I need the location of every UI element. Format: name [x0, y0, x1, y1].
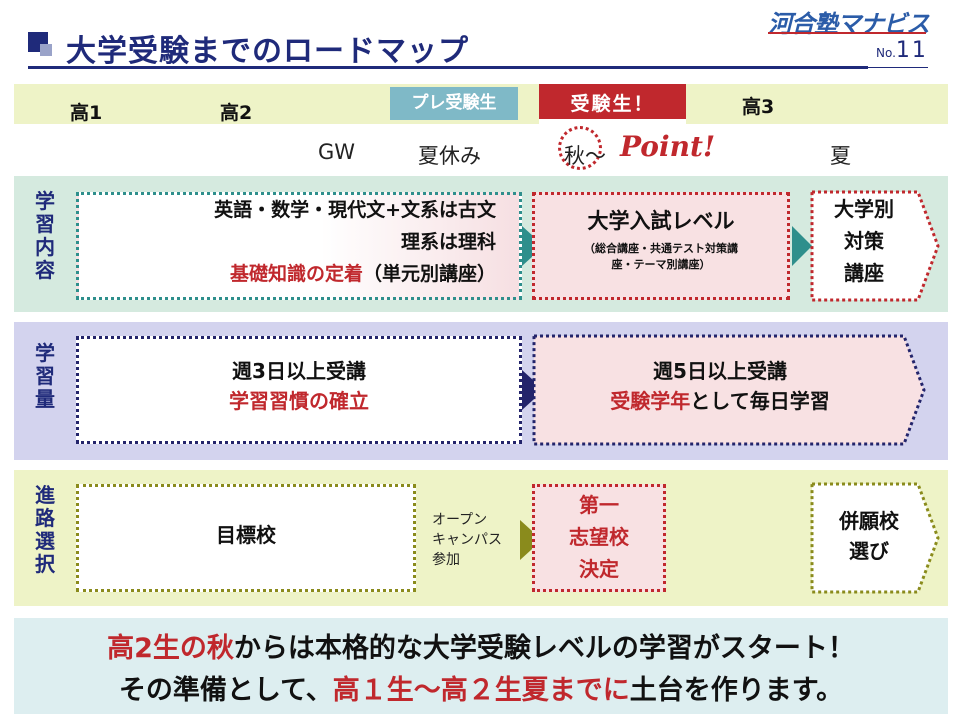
basic-knowledge-box	[76, 192, 522, 300]
label-char: 習	[35, 364, 55, 388]
daily-study-text: 受験学年として毎日学習	[536, 388, 904, 414]
label-char: 路	[35, 506, 55, 530]
page-number-value: 11	[895, 38, 928, 63]
basic-subjects-text: 英語・数学・現代文+文系は古文	[214, 199, 496, 221]
university-course-line3: 講座	[844, 261, 884, 285]
brand-underline	[768, 32, 926, 34]
grade-k3: 高3	[742, 96, 775, 118]
science-text: 理系は理科	[400, 231, 496, 253]
first-choice-line1: 第一	[579, 493, 619, 517]
exam-level-box	[532, 192, 790, 300]
grade-k1: 高1	[70, 102, 103, 124]
label-char: 択	[35, 552, 55, 576]
label-char: 習	[35, 212, 55, 236]
open-campus-note: オープン キャンパス 参加	[432, 510, 502, 570]
exam-year-red: 受験学年	[610, 389, 691, 413]
three-days-text: 週3日以上受講	[232, 359, 366, 383]
autumn-highlight-circle	[558, 126, 602, 170]
point-callout: Point!	[620, 130, 716, 163]
season-summer: 夏	[830, 144, 851, 168]
exam-level-sub2: 座・テーマ別講座）	[611, 258, 711, 271]
label-char: 量	[35, 387, 55, 411]
title-marker-accent-icon	[40, 44, 52, 56]
label-char: 容	[35, 258, 55, 282]
backup-school-line1: 併願校	[839, 509, 899, 533]
page-number-label: No.	[876, 46, 896, 60]
summary-line2-a: その準備として、	[118, 675, 333, 706]
first-choice-line3: 決定	[579, 557, 619, 581]
unit-course-text: （単元別講座）	[362, 263, 496, 285]
study-amount-label: 学 習 量	[28, 342, 62, 411]
university-course-line2: 対策	[844, 229, 884, 253]
summary-line1-rest: からは本格的な大学受験レベルの学習がスタート！	[233, 633, 855, 664]
summary-line1-red: 高2生の秋	[107, 633, 234, 664]
title-underline-end	[868, 67, 928, 68]
basic-knowledge-red: 基礎知識の定着	[229, 263, 363, 285]
career-label: 進 路 選 択	[28, 484, 62, 576]
label-char: 選	[35, 529, 55, 553]
label-char: 内	[35, 235, 55, 259]
page-title: 大学受験までのロードマップ	[66, 34, 469, 69]
open-campus-line1: オープン	[432, 512, 488, 528]
open-campus-line3: 参加	[432, 552, 460, 568]
five-days-text: 週5日以上受講	[653, 359, 787, 383]
season-gw: GW	[318, 140, 356, 164]
backup-school-line2: 選び	[849, 539, 889, 563]
target-school-text: 目標校	[216, 523, 276, 547]
open-campus-line2: キャンパス	[432, 532, 502, 548]
basic-knowledge-text: 基礎知識の定着（単元別講座）	[82, 262, 496, 287]
label-char: 学	[35, 189, 55, 213]
label-char: 進	[35, 483, 55, 507]
three-days-box	[76, 336, 522, 444]
target-school-box	[76, 484, 416, 592]
arrow-right-icon	[792, 226, 812, 266]
daily-study-rest: として毎日学習	[690, 389, 830, 413]
five-days-box	[532, 334, 926, 446]
study-content-label: 学 習 内 容	[28, 190, 62, 282]
university-course-line1: 大学別	[834, 197, 894, 221]
season-autumn: 秋〜	[564, 144, 606, 168]
exam-level-sub1: （総合講座・共通テスト対策講	[584, 242, 738, 255]
exam-level-title: 大学入試レベル	[587, 209, 735, 233]
first-choice-line2: 志望校	[569, 525, 629, 549]
summary-message-box	[14, 618, 948, 714]
season-summer-vacation: 夏休み	[418, 144, 481, 168]
study-habit-text: 学習習慣の確立	[229, 389, 369, 413]
summary-line2-red: 高１生〜高２生夏までに	[332, 675, 630, 706]
first-choice-box	[532, 484, 666, 592]
summary-line2: その準備として、高１生〜高２生夏までに土台を作ります。	[14, 668, 948, 707]
university-course-box	[810, 190, 940, 302]
summary-line2-b: 土台を作ります。	[629, 675, 844, 706]
title-underline	[28, 66, 868, 69]
backup-school-box	[810, 482, 940, 594]
label-char: 学	[35, 341, 55, 365]
exam-student-badge: 受験生！	[539, 84, 686, 124]
page-number: No.11	[876, 38, 928, 63]
summary-line1: 高2生の秋からは本格的な大学受験レベルの学習がスタート！	[14, 626, 948, 665]
pre-exam-badge: プレ受験生	[390, 87, 518, 120]
grade-k2: 高2	[220, 102, 253, 124]
